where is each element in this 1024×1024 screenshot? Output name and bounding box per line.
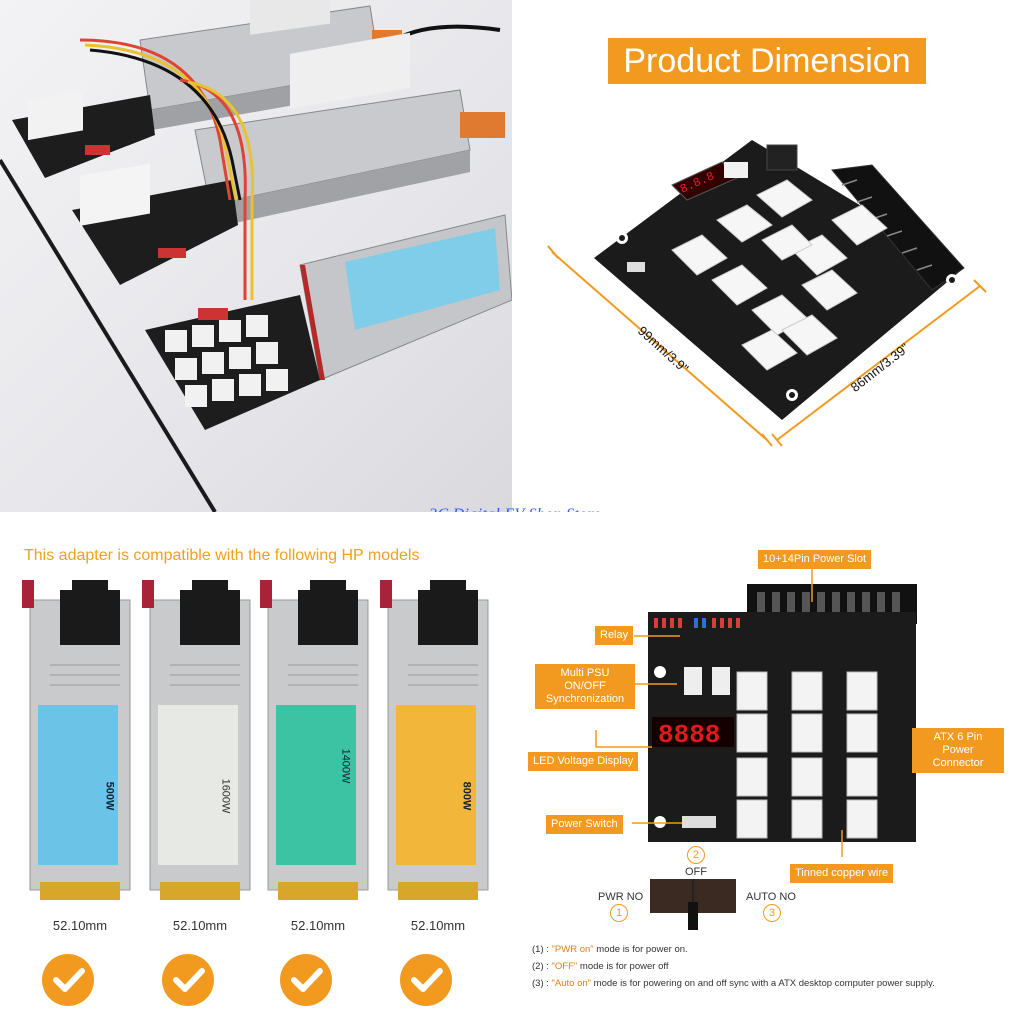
- mode-pwr-number: 1: [610, 904, 628, 922]
- psu-width-4: 52.10mm: [410, 918, 466, 933]
- callout-power-slot: 10+14Pin Power Slot: [758, 550, 872, 569]
- check-icon: [400, 954, 452, 1006]
- callout-power-switch: Power Switch: [546, 815, 623, 834]
- mode-pwr-label: PWR NO: [598, 891, 644, 903]
- callout-relay: Relay: [595, 626, 634, 645]
- psu-watt-1: 500W: [103, 781, 116, 811]
- psu-label-1: [38, 705, 118, 865]
- psu-width-3: 52.10mm: [290, 918, 346, 933]
- psu-label-3: [276, 705, 356, 865]
- callout-atx-6pin: ATX 6 Pin Power Connector: [912, 728, 1004, 773]
- callout-copper-wire: Tinned copper wire: [790, 864, 894, 883]
- psu-label-2: [158, 705, 238, 865]
- check-icon: [42, 954, 94, 1006]
- psu-watt-4: 800W: [460, 781, 473, 811]
- compatibility-heading: This adapter is compatible with the foll…: [24, 547, 420, 564]
- psu-label-4: [396, 705, 476, 865]
- check-icon: [280, 954, 332, 1006]
- mode-off-number: 2: [687, 846, 705, 864]
- mode-auto-label: AUTO NO: [746, 891, 796, 903]
- psu-watt-2: 1600W: [219, 778, 232, 814]
- note-1: (1) : "PWR on" mode is for power on.: [532, 944, 688, 955]
- check-icon: [162, 954, 214, 1006]
- dimension-title: Product Dimension: [608, 38, 926, 84]
- board-diagram: 8.8.8: [547, 140, 987, 447]
- psu-width-1: 52.10mm: [52, 918, 108, 933]
- psu-models-row: [21, 580, 489, 1006]
- callout-led-display: LED Voltage Display: [528, 752, 639, 771]
- mode-auto-number: 3: [763, 904, 781, 922]
- psu-width-2: 52.10mm: [172, 918, 228, 933]
- note-2: (2) : "OFF" mode is for power off: [532, 961, 669, 972]
- svg-text:8888: 8888: [658, 720, 720, 750]
- mode-off-label: OFF: [685, 866, 707, 878]
- note-3: (3) : "Auto on" mode is for powering on …: [532, 978, 935, 989]
- labeled-board: 8888: [595, 568, 932, 930]
- callout-multi-psu: Multi PSU ON/OFF Synchronization: [535, 664, 635, 709]
- dimension-panel: 8.8.8: [512, 0, 1024, 512]
- psu-watt-3: 1400W: [339, 748, 352, 784]
- psu-setup-photo: [0, 0, 512, 512]
